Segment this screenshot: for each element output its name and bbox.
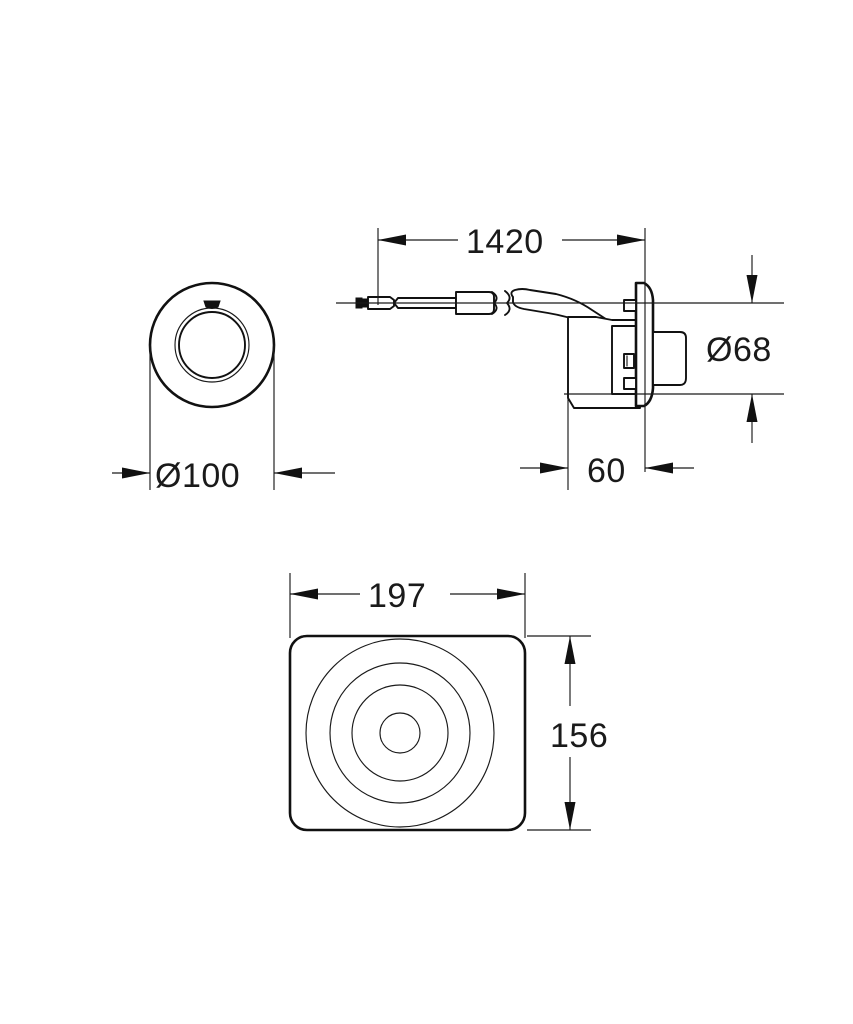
spindle-nub xyxy=(623,353,635,369)
wall-boss xyxy=(652,331,687,386)
cover-plate-outline xyxy=(288,634,527,832)
d100-label: Ø100 xyxy=(155,457,240,495)
plate-circle-3 xyxy=(351,684,449,782)
escutcheon-front-view: Ø100 xyxy=(112,281,335,495)
plate-circle-1 xyxy=(305,638,495,828)
escutcheon-inner-ring-inner xyxy=(178,311,246,379)
plate-circle-2 xyxy=(329,662,471,804)
dim1420-arrow-left xyxy=(378,234,406,246)
mixer-side-view: 1420 Ø68 60 xyxy=(336,223,784,490)
flange-tab-bottom xyxy=(623,377,637,390)
dim197-arrow-left xyxy=(290,588,318,600)
d100-arrow-left xyxy=(122,467,150,479)
dimension-60: 60 xyxy=(520,398,694,490)
dim68-label: Ø68 xyxy=(706,331,772,369)
dimension-d68: Ø68 xyxy=(706,255,772,443)
dim156-arrow-bottom xyxy=(564,802,576,830)
dim68-arrow-upper xyxy=(746,275,758,303)
dim1420-label: 1420 xyxy=(466,223,544,261)
dimension-156: 156 xyxy=(527,635,608,831)
dimension-1420: 1420 xyxy=(377,223,646,472)
dim156-label: 156 xyxy=(550,717,608,755)
dimension-d100: Ø100 xyxy=(112,345,335,495)
escutcheon-indicator-notch xyxy=(203,300,221,309)
wall-flange xyxy=(623,281,655,408)
plate-front-view: 197 156 xyxy=(288,573,608,832)
dimension-197: 197 xyxy=(289,573,526,638)
dim197-label: 197 xyxy=(368,577,426,615)
dim197-arrow-right xyxy=(497,588,525,600)
dim68-arrow-lower xyxy=(746,394,758,422)
flange-tab-top xyxy=(623,299,637,312)
dim156-arrow-top xyxy=(564,636,576,664)
dim60-arrow-right xyxy=(645,462,673,474)
dim1420-arrow-right xyxy=(617,234,645,246)
dim60-arrow-left xyxy=(540,462,568,474)
d100-arrow-right xyxy=(274,467,302,479)
dim60-label: 60 xyxy=(587,452,626,490)
wall-boss-body xyxy=(652,331,687,386)
plate-circle-4 xyxy=(379,712,421,754)
